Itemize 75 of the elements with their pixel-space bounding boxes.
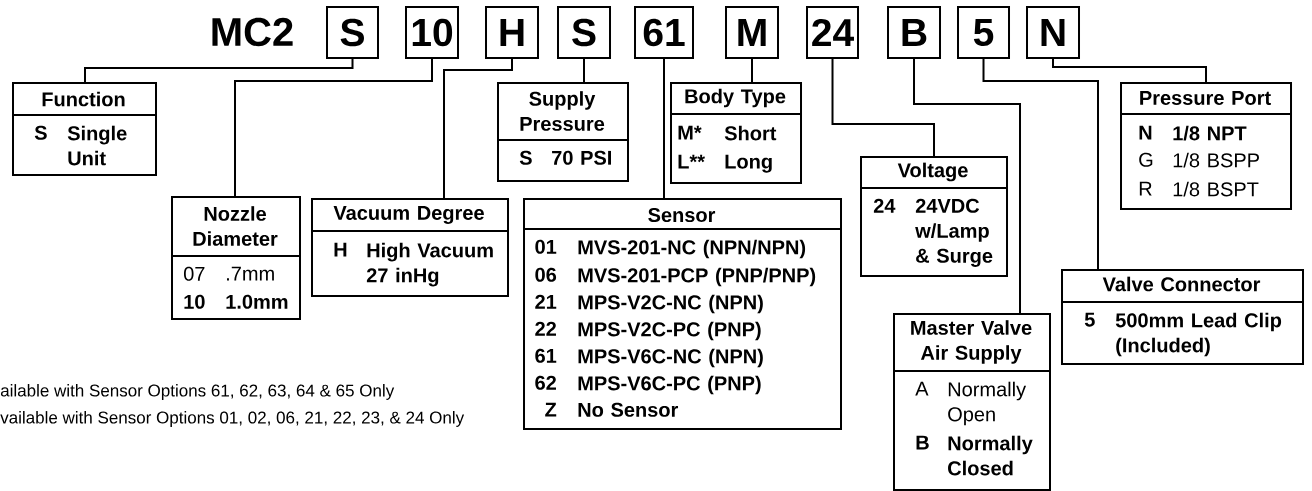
footnote: ailable with Sensor Options 61, 62, 63, 64 & 65 Only xyxy=(0,384,395,400)
option-text: 500mm Lead Clip (Included) xyxy=(1115,312,1282,357)
option-text: Normally Closed xyxy=(948,435,1033,476)
option-text: 70 PSI xyxy=(552,150,611,165)
table-heading: Valve Connector xyxy=(1102,276,1261,292)
connector-line xyxy=(663,58,665,199)
code-box: H xyxy=(485,6,539,59)
option-code: 01 xyxy=(535,239,557,254)
model-prefix: MC2 xyxy=(212,17,293,47)
table-heading: Master Valve Air Supply xyxy=(911,320,1032,364)
option-text: 1/8 NPT xyxy=(1173,125,1247,141)
code-box: M xyxy=(725,6,779,59)
option-text: MPS-V2C-NC (NPN) xyxy=(578,294,763,314)
table-heading: Voltage xyxy=(897,162,968,182)
option-code: 07 xyxy=(184,266,205,281)
option-text: MPS-V2C-PC (PNP) xyxy=(578,321,761,341)
option-text: Normally Open xyxy=(948,381,1027,426)
option-code: G xyxy=(1139,152,1153,167)
option-text: 1.0mm xyxy=(226,294,288,309)
table-heading: Supply Pressure xyxy=(520,91,605,131)
connector-line xyxy=(84,58,354,83)
option-code: 61 xyxy=(535,348,557,363)
table-heading: Vacuum Degree xyxy=(333,206,484,224)
code-box: 5 xyxy=(957,6,1010,59)
option-text: 1/8 BSPT xyxy=(1173,181,1259,197)
option-code: 24 xyxy=(873,198,896,213)
connector-line xyxy=(751,58,753,83)
table-heading: Function xyxy=(42,91,125,107)
option-text: High Vacuum 27 inHg xyxy=(366,242,493,287)
table-heading: Pressure Port xyxy=(1140,91,1271,105)
option-text: Short xyxy=(724,125,777,141)
code-box: 61 xyxy=(634,6,694,59)
code-box: S xyxy=(326,6,379,59)
connector-line xyxy=(234,58,433,197)
code-box: 24 xyxy=(806,6,859,59)
code-box: S xyxy=(557,6,611,59)
connector-line xyxy=(1052,58,1207,83)
option-code: N xyxy=(1139,125,1152,140)
option-code: 21 xyxy=(535,294,557,309)
option-code: S xyxy=(519,150,532,165)
connector-line xyxy=(913,58,1021,314)
table-heading: Nozzle Diameter xyxy=(193,206,278,246)
footnote: vailable with Sensor Options 01, 02, 06, 21, 22, 23, & 24 Only xyxy=(0,411,465,427)
option-text: Long xyxy=(725,154,772,173)
connector-line xyxy=(831,58,935,157)
table-heading: Sensor xyxy=(648,207,716,223)
option-code: 5 xyxy=(1084,312,1095,327)
connector-line xyxy=(443,58,513,199)
option-text: 24VDC w/Lamp & Surge xyxy=(915,198,993,267)
option-code: 22 xyxy=(535,321,556,336)
connector-line xyxy=(583,58,585,83)
option-text: 1/8 BSPP xyxy=(1173,152,1259,168)
option-code: H xyxy=(334,242,347,257)
option-code: R xyxy=(1139,181,1152,196)
connector-line xyxy=(982,58,1099,270)
code-box: 10 xyxy=(405,6,459,59)
option-code: 06 xyxy=(535,267,557,282)
option-code: 62 xyxy=(535,375,556,390)
option-code: L** xyxy=(678,154,705,169)
option-text: MPS-V6C-PC (PNP) xyxy=(578,375,761,395)
option-code: 10 xyxy=(184,294,205,309)
option-text: Single Unit xyxy=(67,125,127,166)
option-code: Z xyxy=(545,402,557,417)
option-code: B xyxy=(916,435,929,450)
option-text: MVS-201-PCP (PNP/PNP) xyxy=(578,267,816,287)
option-text: MPS-V6C-NC (NPN) xyxy=(578,348,763,368)
option-code: A xyxy=(915,381,929,396)
option-text: No Sensor xyxy=(578,402,679,417)
option-text: .7mm xyxy=(227,266,274,281)
option-code: S xyxy=(34,125,47,140)
option-text: MVS-201-NC (NPN/NPN) xyxy=(578,239,806,259)
option-code: M* xyxy=(678,125,702,140)
table-heading: Body Type xyxy=(685,88,786,108)
code-box: N xyxy=(1026,6,1080,59)
code-box: B xyxy=(887,6,941,59)
